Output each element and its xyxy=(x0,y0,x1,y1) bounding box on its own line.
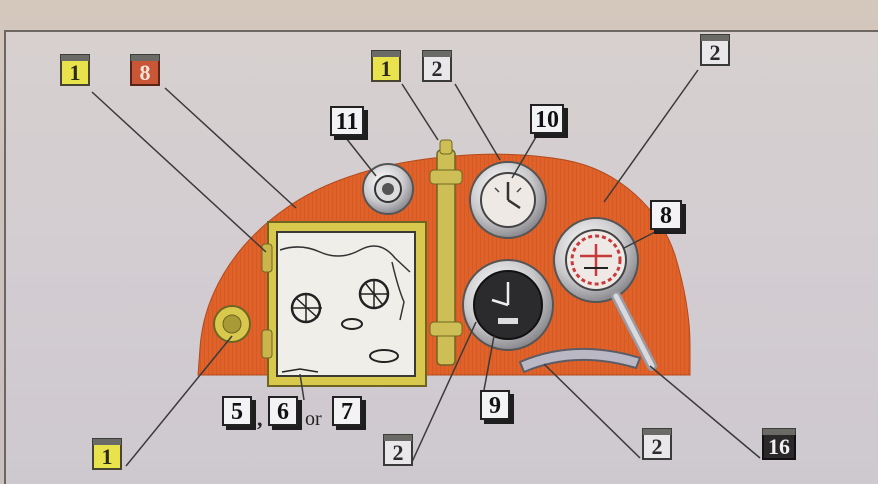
callout-tag-2-topright: 2 xyxy=(700,38,730,66)
callout-tag-1-bottomleft: 1 xyxy=(92,442,122,470)
label-box-6: 6 xyxy=(268,396,298,426)
hinge-top xyxy=(262,244,272,272)
comma-separator: , xyxy=(257,406,263,432)
callout-tag-1-topleft: 1 xyxy=(60,58,90,86)
label-box-9: 9 xyxy=(480,390,510,420)
callout-tag-16-black: 16 xyxy=(762,432,796,460)
label-box-8: 8 xyxy=(650,200,682,230)
label-box-5: 5 xyxy=(222,396,252,426)
callout-tag-8-orange: 8 xyxy=(130,58,160,86)
callout-tag-2-top: 2 xyxy=(422,54,452,82)
or-text: or xyxy=(305,408,322,431)
hinge-bottom xyxy=(262,330,272,358)
label-box-10: 10 xyxy=(530,104,564,134)
map-display-screen xyxy=(277,232,415,376)
label-box-7: 7 xyxy=(332,396,362,426)
label-box-11: 11 xyxy=(330,106,364,136)
callout-tag-2-bottom-a: 2 xyxy=(383,438,413,466)
callout-tag-1-top: 1 xyxy=(371,54,401,82)
callout-tag-2-bottom-b: 2 xyxy=(642,432,672,460)
